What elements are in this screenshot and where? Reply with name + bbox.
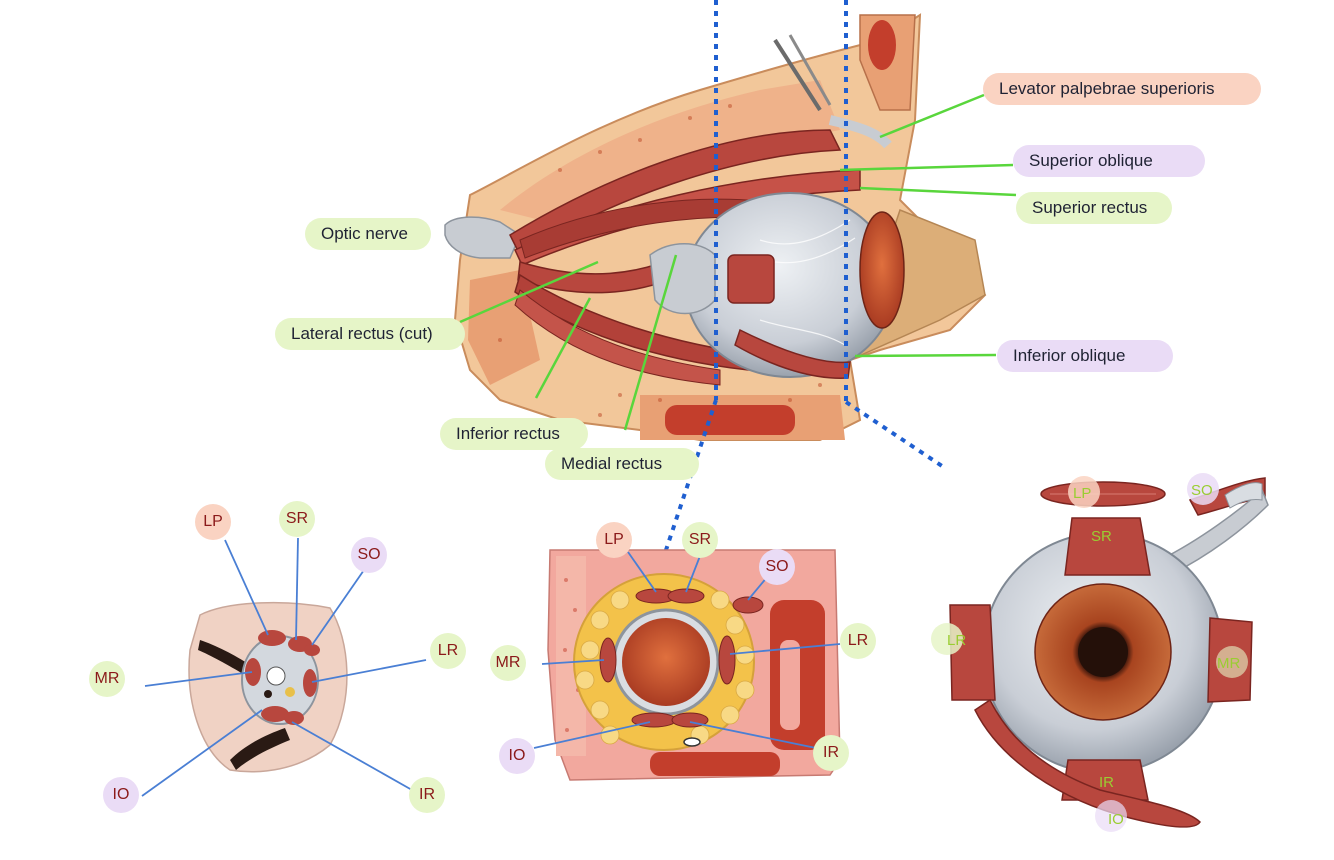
apex-leader-lines	[141, 537, 427, 797]
apex-mr-label: MR	[89, 661, 125, 697]
coronal-sr-label: SR	[682, 522, 718, 558]
orbital-apex-illustration	[188, 601, 348, 773]
anterior-io-label: IO	[1108, 811, 1124, 828]
coronal-lp-label: LP	[596, 522, 632, 558]
apex-ir-label: IR	[409, 777, 445, 813]
anterior-lr-label: LR	[947, 632, 966, 649]
apex-lr-label: LR	[430, 633, 466, 669]
anterior-eye-illustration	[949, 477, 1269, 828]
label-lateral-rectus-cut: Lateral rectus (cut)	[275, 318, 465, 350]
label-medial-rectus: Medial rectus	[545, 448, 699, 480]
label-optic-nerve: Optic nerve	[305, 218, 431, 250]
anterior-so-label: SO	[1191, 482, 1213, 499]
coronal-mr-label: MR	[490, 645, 526, 681]
anterior-sr-label: SR	[1091, 528, 1112, 545]
anterior-ir-label: IR	[1099, 774, 1114, 791]
coronal-so-label: SO	[759, 549, 795, 585]
label-inferior-rectus: Inferior rectus	[440, 418, 588, 450]
label-superior-rectus: Superior rectus	[1016, 192, 1172, 224]
lateral-orbit-illustration	[444, 13, 987, 441]
coronal-io-label: IO	[499, 738, 535, 774]
anterior-lp-label: LP	[1073, 485, 1091, 502]
coronal-section-illustration	[547, 549, 841, 781]
top-leader-lines	[459, 93, 1017, 431]
label-superior-oblique: Superior oblique	[1013, 145, 1205, 177]
anterior-mr-label: MR	[1217, 655, 1240, 672]
label-inferior-oblique: Inferior oblique	[997, 340, 1173, 372]
anterior-labels: LP SO SR LR MR IR IO	[931, 473, 1248, 832]
apex-lp-label: LP	[195, 504, 231, 540]
label-levator-palpebrae-superioris: Levator palpebrae superioris	[983, 73, 1261, 105]
coronal-lr-label: LR	[840, 623, 876, 659]
coronal-ir-label: IR	[813, 735, 849, 771]
apex-so-label: SO	[351, 537, 387, 573]
apex-sr-label: SR	[279, 501, 315, 537]
apex-io-label: IO	[103, 777, 139, 813]
coronal-leader-lines	[533, 551, 841, 749]
